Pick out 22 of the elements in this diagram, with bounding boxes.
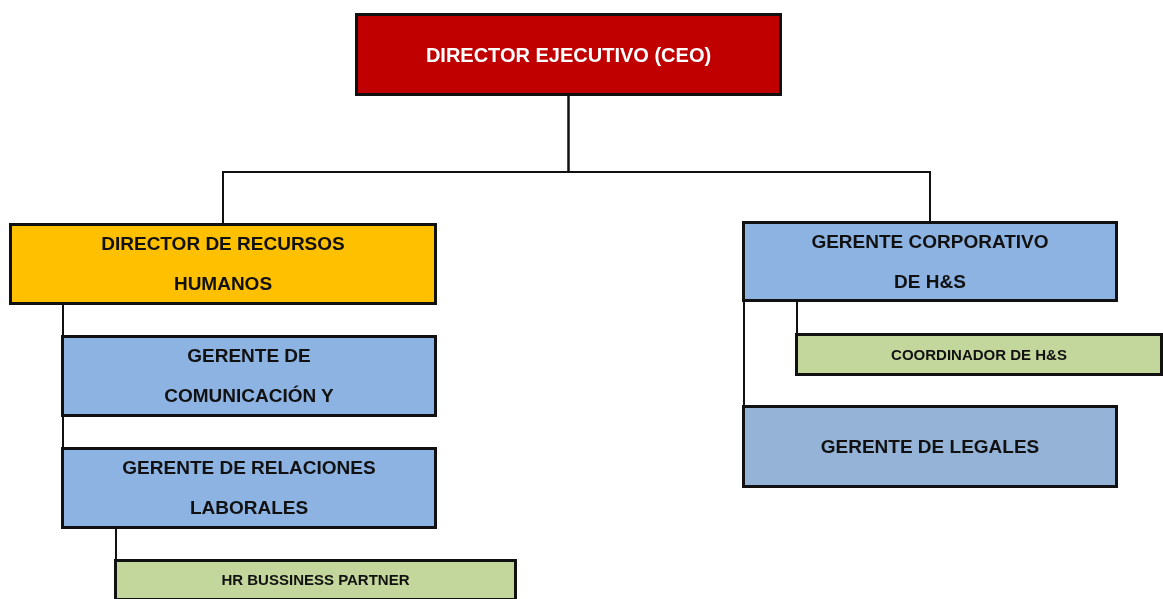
- job-title: DIRECTOR DE RECURSOS HUMANOS: [100, 232, 346, 296]
- job-title: GERENTE CORPORATIVO DE H&S: [810, 229, 1050, 294]
- position-box: [114, 559, 517, 599]
- connector-line: [743, 301, 745, 406]
- job-title: GERENTE DE RELACIONES LABORALES: [121, 456, 377, 520]
- position-box: [61, 335, 437, 417]
- job-title: COORDINADOR DE H&S: [891, 344, 1067, 365]
- job-title: GERENTE DE COMUNICACIÓN Y: [163, 344, 335, 408]
- job-title: HR BUSSINESS PARTNER: [221, 570, 410, 590]
- position-box: [795, 333, 1163, 376]
- position-box: [61, 447, 437, 529]
- job-title: GERENTE DE LEGALES: [820, 434, 1040, 459]
- connector-line: [567, 95, 931, 222]
- job-title: DIRECTOR EJECUTIVO (CEO): [425, 42, 712, 68]
- position-box: [742, 221, 1118, 302]
- position-box: [355, 13, 782, 96]
- connector-line: [796, 301, 798, 334]
- connector-line: [115, 528, 117, 560]
- position-box: [742, 405, 1118, 488]
- connector-line: [62, 304, 64, 336]
- position-box: [9, 223, 437, 305]
- connector-line: [62, 416, 64, 448]
